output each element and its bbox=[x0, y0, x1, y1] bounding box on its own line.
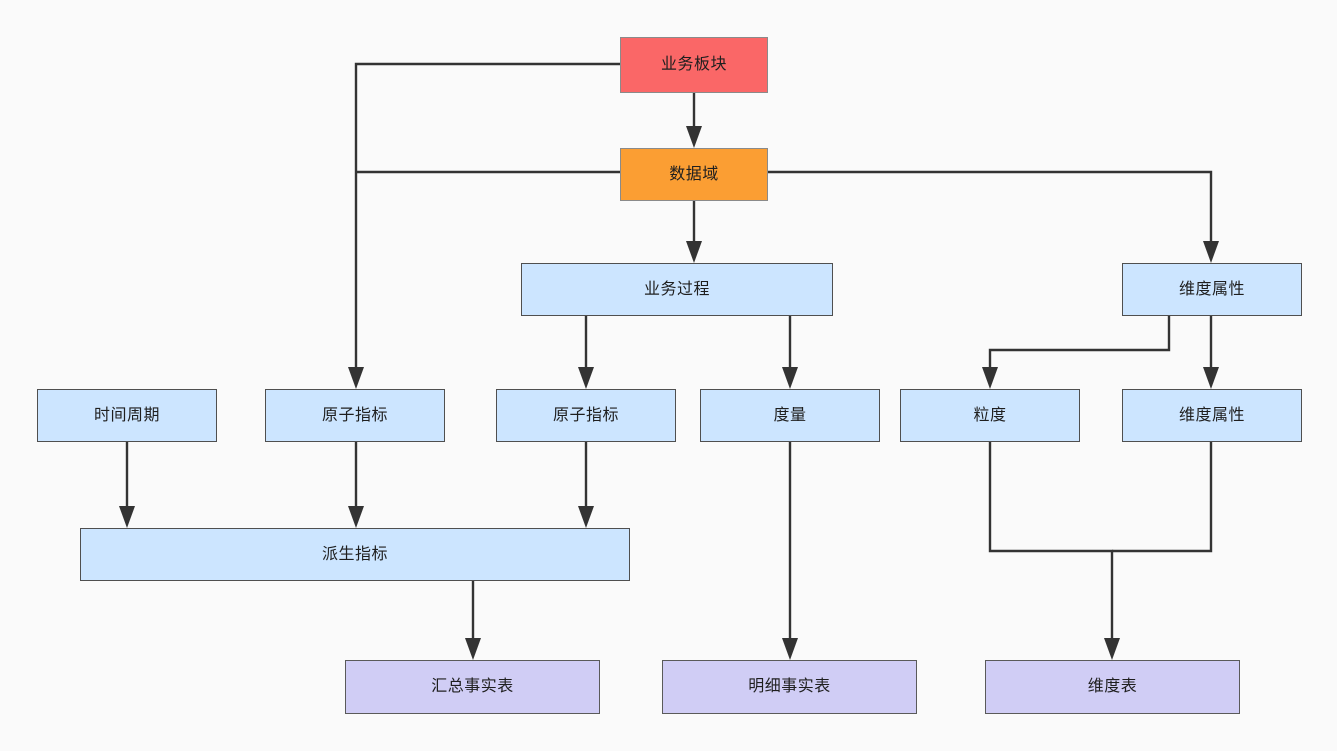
node-sjy[interactable]: 数据域 bbox=[620, 148, 768, 201]
node-yzzb2[interactable]: 原子指标 bbox=[496, 389, 676, 442]
node-ywgc[interactable]: 业务过程 bbox=[521, 263, 833, 316]
edge-dl-to-mxssb bbox=[782, 442, 798, 660]
edge-sjy-to-ywgc bbox=[686, 201, 702, 263]
node-label: 业务板块 bbox=[660, 56, 727, 73]
node-ld[interactable]: 粒度 bbox=[900, 389, 1080, 442]
node-wdsx3[interactable]: 维度属性 bbox=[1122, 263, 1302, 316]
node-label: 原子指标 bbox=[321, 406, 388, 424]
node-wdb[interactable]: 维度表 bbox=[985, 660, 1240, 714]
node-label: 粒度 bbox=[973, 406, 1007, 424]
edge-pszb-to-hzssb bbox=[465, 581, 481, 660]
node-label: 时间周期 bbox=[93, 406, 160, 424]
edge-ywbk-to-yzzb1 bbox=[348, 62, 620, 389]
edge-sjy-to-wdsx3 bbox=[768, 170, 1219, 263]
edge-yzzb2-to-pszb bbox=[578, 442, 594, 528]
node-label: 数据域 bbox=[669, 165, 719, 183]
node-dl[interactable]: 度量 bbox=[700, 389, 880, 442]
edge-ywgc-to-yzzb2 bbox=[578, 316, 594, 389]
edge-wdsx4-to-wdb bbox=[1112, 442, 1213, 553]
edge-ywgc-to-dl bbox=[782, 316, 798, 389]
node-label: 维度表 bbox=[1087, 678, 1138, 695]
node-label: 维度属性 bbox=[1178, 406, 1245, 424]
node-label: 维度属性 bbox=[1178, 280, 1245, 298]
node-pszb[interactable]: 派生指标 bbox=[80, 528, 630, 581]
edge-ld-to-wdb bbox=[988, 442, 1120, 660]
node-yzzb1[interactable]: 原子指标 bbox=[265, 389, 445, 442]
node-label: 明细事实表 bbox=[748, 678, 831, 695]
edge-yzzb1-to-pszb bbox=[348, 442, 364, 528]
node-hzssb[interactable]: 汇总事实表 bbox=[345, 660, 600, 714]
node-sjzq[interactable]: 时间周期 bbox=[37, 389, 217, 442]
node-wdsx4[interactable]: 维度属性 bbox=[1122, 389, 1302, 442]
edge-ywbk-to-sjy bbox=[686, 93, 702, 148]
node-label: 业务过程 bbox=[643, 280, 710, 298]
node-label: 派生指标 bbox=[321, 545, 388, 563]
node-ywbk[interactable]: 业务板块 bbox=[620, 37, 768, 93]
node-mxssb[interactable]: 明细事实表 bbox=[662, 660, 917, 714]
node-label: 汇总事实表 bbox=[431, 678, 514, 695]
edge-wdsx3-to-wdsx4 bbox=[1203, 316, 1219, 389]
node-label: 度量 bbox=[773, 406, 807, 424]
edge-wdsx3-to-ld bbox=[982, 316, 1171, 389]
node-label: 原子指标 bbox=[552, 406, 619, 424]
edge-sjzq-to-pszb bbox=[119, 442, 135, 528]
